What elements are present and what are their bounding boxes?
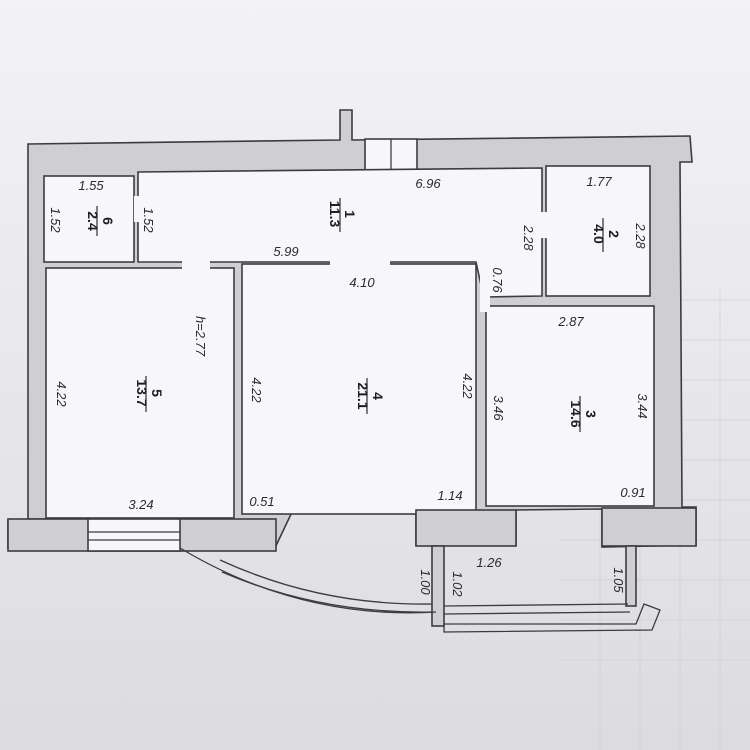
balcony-door-opening bbox=[87, 518, 181, 552]
room-3-number: 3 bbox=[583, 410, 599, 418]
door-2 bbox=[536, 212, 548, 238]
dim-room3-depth-left: 3.46 bbox=[491, 395, 506, 421]
dim-balcony-width: 1.26 bbox=[476, 555, 502, 570]
dim-room3-window: 0.91 bbox=[620, 485, 645, 500]
dim-room2-depth-left: 2.28 bbox=[521, 224, 536, 251]
room-2-area: 4.0 bbox=[591, 224, 607, 244]
balcony-post-right bbox=[625, 545, 637, 607]
dim-balcony-depth-c: 1.05 bbox=[611, 567, 626, 593]
dim-room3-depth-right: 3.44 bbox=[635, 393, 650, 418]
room-3-area: 14.6 bbox=[568, 400, 584, 427]
room-1-area: 11.3 bbox=[327, 201, 343, 228]
dim-hall-length: 6.96 bbox=[415, 176, 441, 191]
dim-room4-depth-left: 4.22 bbox=[249, 377, 264, 403]
doors bbox=[134, 196, 548, 312]
dim-pier-width: 0.51 bbox=[249, 494, 274, 509]
room-6-area: 2.4 bbox=[85, 211, 101, 231]
dim-room2-width: 1.77 bbox=[586, 174, 612, 189]
door-6 bbox=[134, 196, 142, 222]
room-2-number: 2 bbox=[606, 230, 622, 238]
dim-room4-top: 4.10 bbox=[349, 275, 375, 290]
dim-room6-depth-left: 1.52 bbox=[48, 207, 63, 233]
balcony-pillar-right bbox=[601, 507, 697, 547]
dim-hall-lower: 5.99 bbox=[273, 244, 298, 259]
room-5-number: 5 bbox=[149, 389, 165, 397]
room-1-number: 1 bbox=[342, 210, 358, 218]
room-5 bbox=[45, 267, 235, 519]
room-4-number: 4 bbox=[370, 392, 386, 400]
room-labels: 1 11.3 2 4.0 3 14.6 4 21.1 5 13.7 6 2.4 bbox=[85, 198, 622, 432]
room-4-area: 21.1 bbox=[355, 382, 371, 409]
door-5 bbox=[182, 260, 210, 270]
dim-balcony-depth-b: 1.02 bbox=[450, 571, 465, 597]
balcony-rail-outer bbox=[179, 547, 437, 614]
door-4 bbox=[330, 258, 390, 268]
dim-room5-depth: 4.22 bbox=[54, 381, 69, 407]
balcony-pillar-left bbox=[415, 509, 517, 547]
room-5-area: 13.7 bbox=[134, 379, 150, 406]
room-2 bbox=[545, 165, 651, 297]
dim-passage-width: 0.76 bbox=[490, 267, 505, 293]
dim-room4-window: 1.14 bbox=[437, 488, 462, 503]
rooms bbox=[43, 165, 655, 519]
dim-balcony-depth-a: 1.00 bbox=[418, 569, 433, 595]
room-6-number: 6 bbox=[100, 217, 116, 225]
dim-room6-depth-right: 1.52 bbox=[141, 207, 156, 233]
room-4 bbox=[241, 263, 477, 515]
dim-room6-width: 1.55 bbox=[78, 178, 104, 193]
room-6 bbox=[43, 175, 135, 263]
dim-room3-width: 2.87 bbox=[557, 314, 584, 329]
room-3 bbox=[485, 305, 655, 507]
balcony bbox=[7, 507, 697, 633]
balcony-post-mid bbox=[431, 545, 445, 627]
door-3 bbox=[480, 268, 490, 312]
dim-room5-window: 3.24 bbox=[128, 497, 153, 512]
dim-room2-depth-right: 2.28 bbox=[633, 222, 648, 249]
dimension-labels: 1.55 1.52 1.52 6.96 1.77 2.28 2.28 5.99 … bbox=[48, 174, 650, 597]
dim-room4-depth-right: 4.22 bbox=[460, 373, 475, 399]
ceiling-height-label: h=2.77 bbox=[193, 316, 208, 357]
